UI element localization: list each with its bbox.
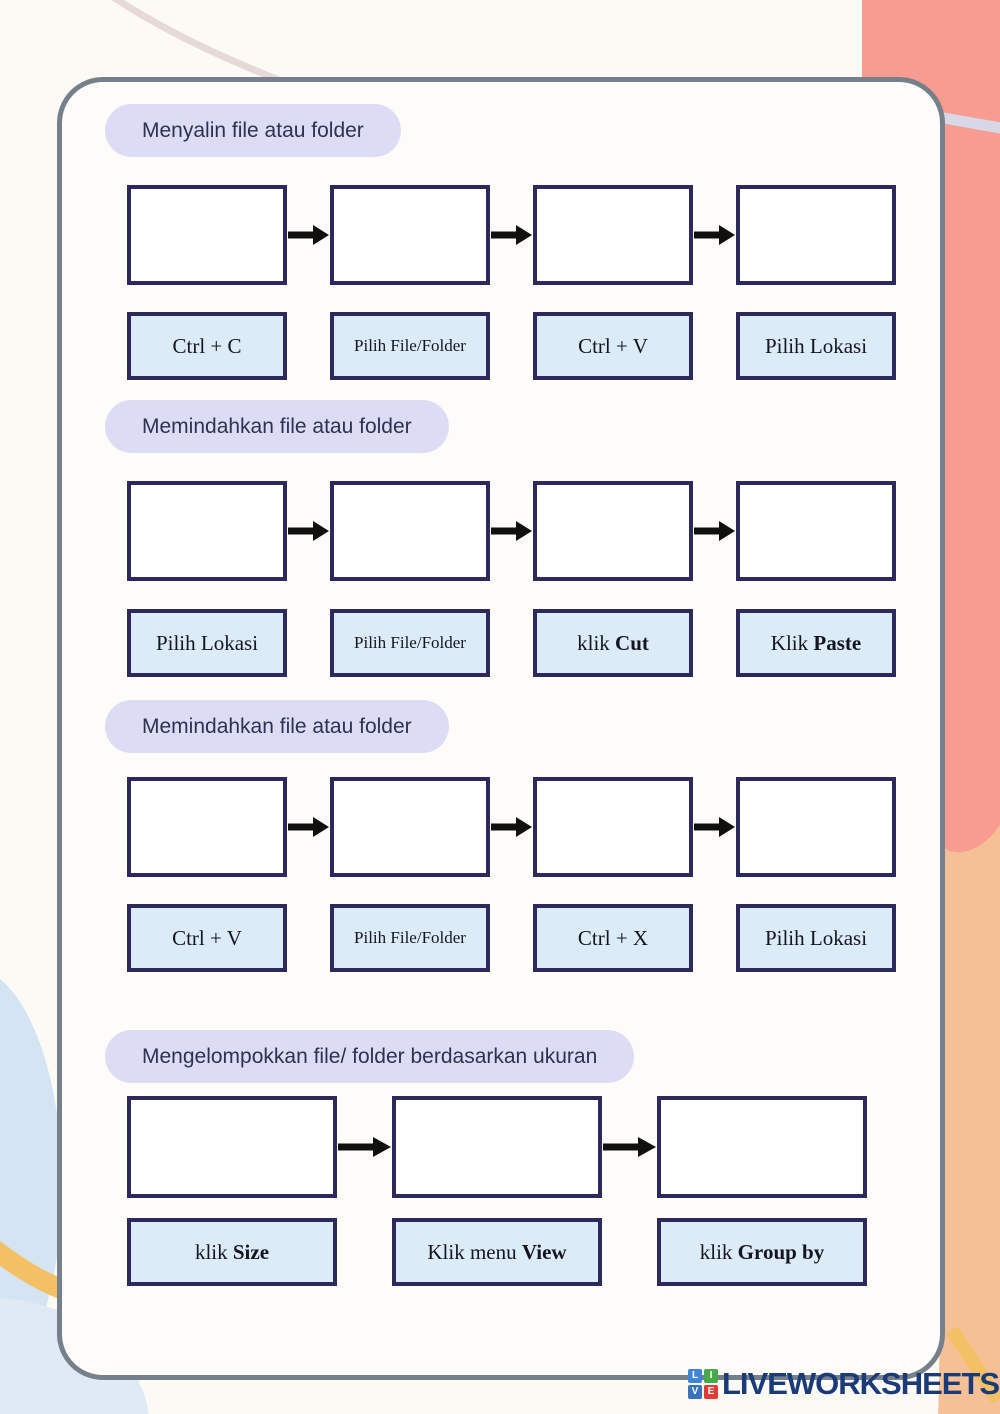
answer-option[interactable]: Ctrl + X (533, 904, 693, 972)
answer-option[interactable]: klik Size (127, 1218, 337, 1286)
flow-step-empty-box[interactable] (533, 777, 693, 877)
flow-arrow-icon (288, 225, 329, 245)
flow-row (127, 185, 897, 285)
answer-label: Klik Paste (770, 630, 862, 655)
section-title-pill: Menyalin file atau folder (105, 104, 401, 157)
answer-label: Pilih Lokasi (764, 333, 868, 358)
flow-row (127, 1096, 897, 1198)
flow-step-empty-box[interactable] (736, 185, 896, 285)
answer-row: Ctrl + C Pilih File/Folder Ctrl + V Pili… (127, 312, 897, 380)
section-title-pill: Memindahkan file atau folder (105, 700, 449, 753)
answer-option[interactable]: Pilih File/Folder (330, 904, 490, 972)
flow-arrow-icon (694, 521, 735, 541)
answer-option[interactable]: klik Cut (533, 609, 693, 677)
answer-label: Ctrl + C (172, 333, 242, 358)
answer-row: klik Size Klik menu View klik Group by (127, 1218, 897, 1286)
answer-label: Ctrl + V (578, 333, 648, 358)
flow-step-empty-box[interactable] (533, 185, 693, 285)
flow-arrow-icon (694, 817, 735, 837)
worksheet-card: Menyalin file atau folder Ctrl + C Pilih… (57, 77, 945, 1380)
flow-step-empty-box[interactable] (330, 185, 490, 285)
liveworksheets-logo: L I V E LIVEWORKSHEETS (688, 1366, 1000, 1402)
answer-label: Pilih Lokasi (764, 925, 868, 950)
flow-arrow-icon (491, 817, 532, 837)
background-peach-shape (937, 682, 1000, 1414)
answer-label: klik Size (194, 1239, 270, 1264)
answer-option[interactable]: Ctrl + C (127, 312, 287, 380)
answer-option[interactable]: Ctrl + V (127, 904, 287, 972)
answer-label: klik Cut (577, 630, 649, 655)
answer-option[interactable]: Klik menu View (392, 1218, 602, 1286)
answer-row: Pilih Lokasi Pilih File/Folder klik Cut … (127, 609, 897, 677)
answer-label: Pilih File/Folder (354, 633, 466, 652)
flow-arrow-icon (338, 1137, 391, 1157)
flow-row (127, 777, 897, 877)
flow-step-empty-box[interactable] (736, 777, 896, 877)
answer-option[interactable]: Pilih Lokasi (736, 904, 896, 972)
logo-tile: I (704, 1369, 718, 1383)
logo-tile: L (688, 1369, 702, 1383)
answer-row: Ctrl + V Pilih File/Folder Ctrl + X Pili… (127, 904, 897, 972)
flow-arrow-icon (603, 1137, 656, 1157)
background-yellow-sliver (946, 1326, 1000, 1404)
answer-option[interactable]: Pilih File/Folder (330, 312, 490, 380)
flow-step-empty-box[interactable] (330, 777, 490, 877)
answer-label: Pilih File/Folder (354, 336, 466, 355)
answer-label: Ctrl + V (172, 925, 242, 950)
flow-step-empty-box[interactable] (330, 481, 490, 581)
answer-option[interactable]: Pilih Lokasi (736, 312, 896, 380)
answer-option[interactable]: Ctrl + V (533, 312, 693, 380)
answer-option[interactable]: Pilih File/Folder (330, 609, 490, 677)
answer-label: Ctrl + X (577, 925, 649, 950)
logo-tile: E (704, 1385, 718, 1399)
answer-label: Pilih File/Folder (354, 928, 466, 947)
answer-label: klik Group by (699, 1239, 825, 1264)
flow-arrow-icon (288, 521, 329, 541)
flow-arrow-icon (491, 225, 532, 245)
answer-label: Pilih Lokasi (155, 630, 259, 655)
flow-arrow-icon (491, 521, 532, 541)
flow-arrow-icon (288, 817, 329, 837)
flow-step-empty-box[interactable] (533, 481, 693, 581)
flow-step-empty-box[interactable] (127, 1096, 337, 1198)
flow-step-empty-box[interactable] (127, 777, 287, 877)
logo-tile: V (688, 1385, 702, 1399)
flow-step-empty-box[interactable] (127, 481, 287, 581)
section-title-pill: Memindahkan file atau folder (105, 400, 449, 453)
liveworksheets-tiles-icon: L I V E (688, 1369, 718, 1399)
flow-arrow-icon (694, 225, 735, 245)
section-title-pill: Mengelompokkan file/ folder berdasarkan … (105, 1030, 635, 1083)
answer-option[interactable]: Pilih Lokasi (127, 609, 287, 677)
flow-step-empty-box[interactable] (127, 185, 287, 285)
answer-option[interactable]: Klik Paste (736, 609, 896, 677)
answer-label: Klik menu View (427, 1239, 567, 1264)
liveworksheets-wordmark: LIVEWORKSHEETS (722, 1366, 1000, 1401)
flow-step-empty-box[interactable] (392, 1096, 602, 1198)
answer-option[interactable]: klik Group by (657, 1218, 867, 1286)
flow-step-empty-box[interactable] (736, 481, 896, 581)
flow-row (127, 481, 897, 581)
flow-step-empty-box[interactable] (657, 1096, 867, 1198)
